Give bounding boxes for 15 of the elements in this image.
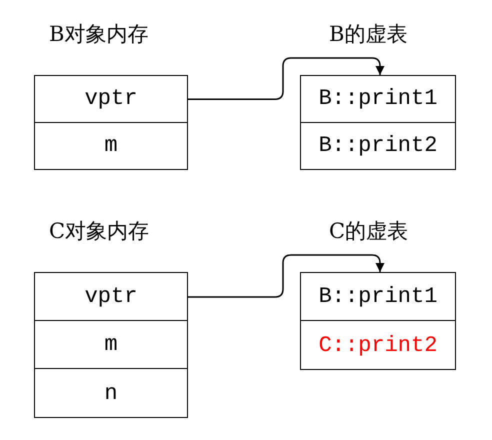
table-heading: C的虚表 — [329, 218, 408, 245]
table-row: B::print2 — [301, 122, 455, 169]
table-row: n — [35, 369, 187, 417]
table-row: C::print2 — [301, 321, 455, 369]
table-heading: B的虚表 — [329, 21, 408, 48]
table-row: m — [35, 122, 187, 169]
table-row: vptr — [35, 76, 187, 122]
table-row: m — [35, 321, 187, 369]
table-heading: B对象内存 — [49, 21, 148, 48]
table-heading: C对象内存 — [49, 218, 150, 245]
table-row: B::print1 — [301, 273, 455, 321]
arrow — [188, 254, 384, 298]
table-row: vptr — [35, 273, 187, 321]
arrow — [188, 57, 384, 100]
table-row: B::print1 — [301, 76, 455, 122]
